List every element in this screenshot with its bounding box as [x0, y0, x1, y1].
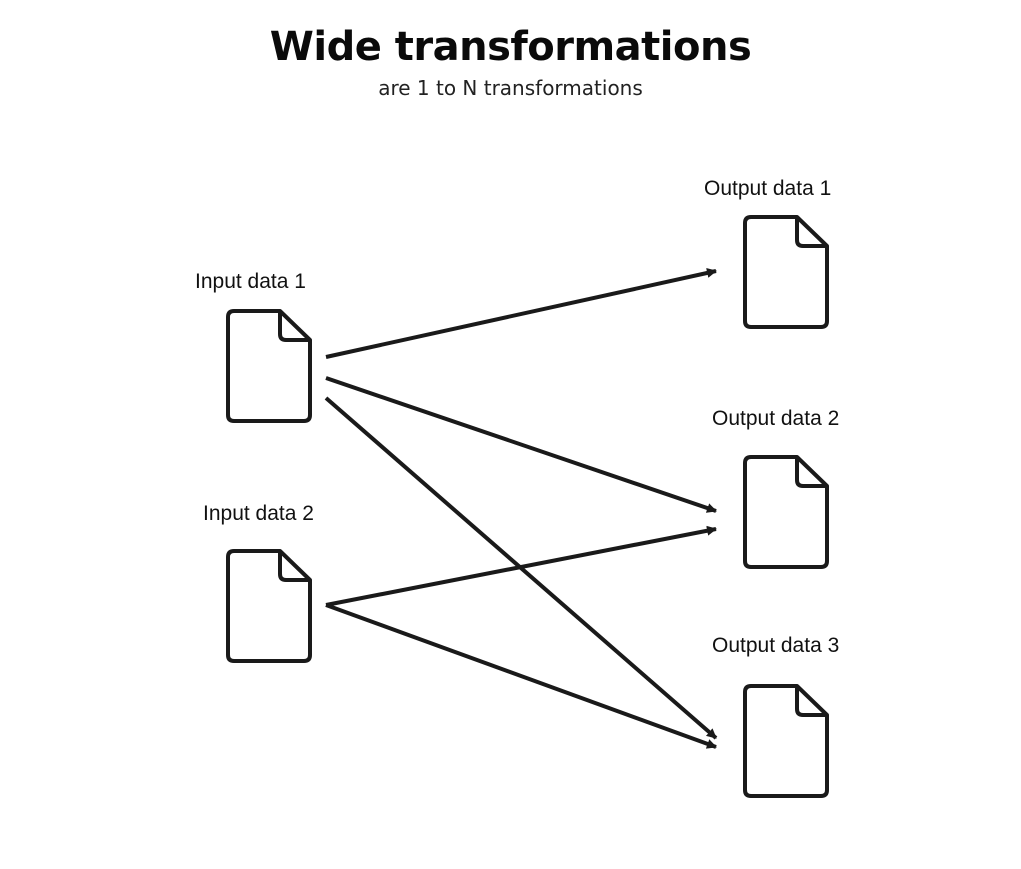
output-3-document-icon [743, 684, 829, 798]
edges-group [324, 268, 718, 749]
output-3-label: Output data 3 [712, 634, 840, 657]
input-1-document-icon [226, 309, 312, 423]
diagram-subtitle: are 1 to N transformations [378, 76, 643, 100]
output-1-label: Output data 1 [704, 177, 832, 200]
output-1-document-icon [743, 215, 829, 329]
edge-input2-output2 [325, 525, 717, 607]
diagram-title: Wide transformations [269, 24, 752, 70]
input-2-document-icon [226, 549, 312, 663]
input-1-label: Input data 1 [195, 270, 306, 293]
output-2-label: Output data 2 [712, 407, 840, 430]
output-2-document-icon [743, 455, 829, 569]
edge-input1-output1 [325, 268, 717, 359]
edge-input1-output2 [325, 376, 717, 513]
edge-input2-output3 [325, 603, 717, 749]
input-2-label: Input data 2 [203, 502, 314, 525]
